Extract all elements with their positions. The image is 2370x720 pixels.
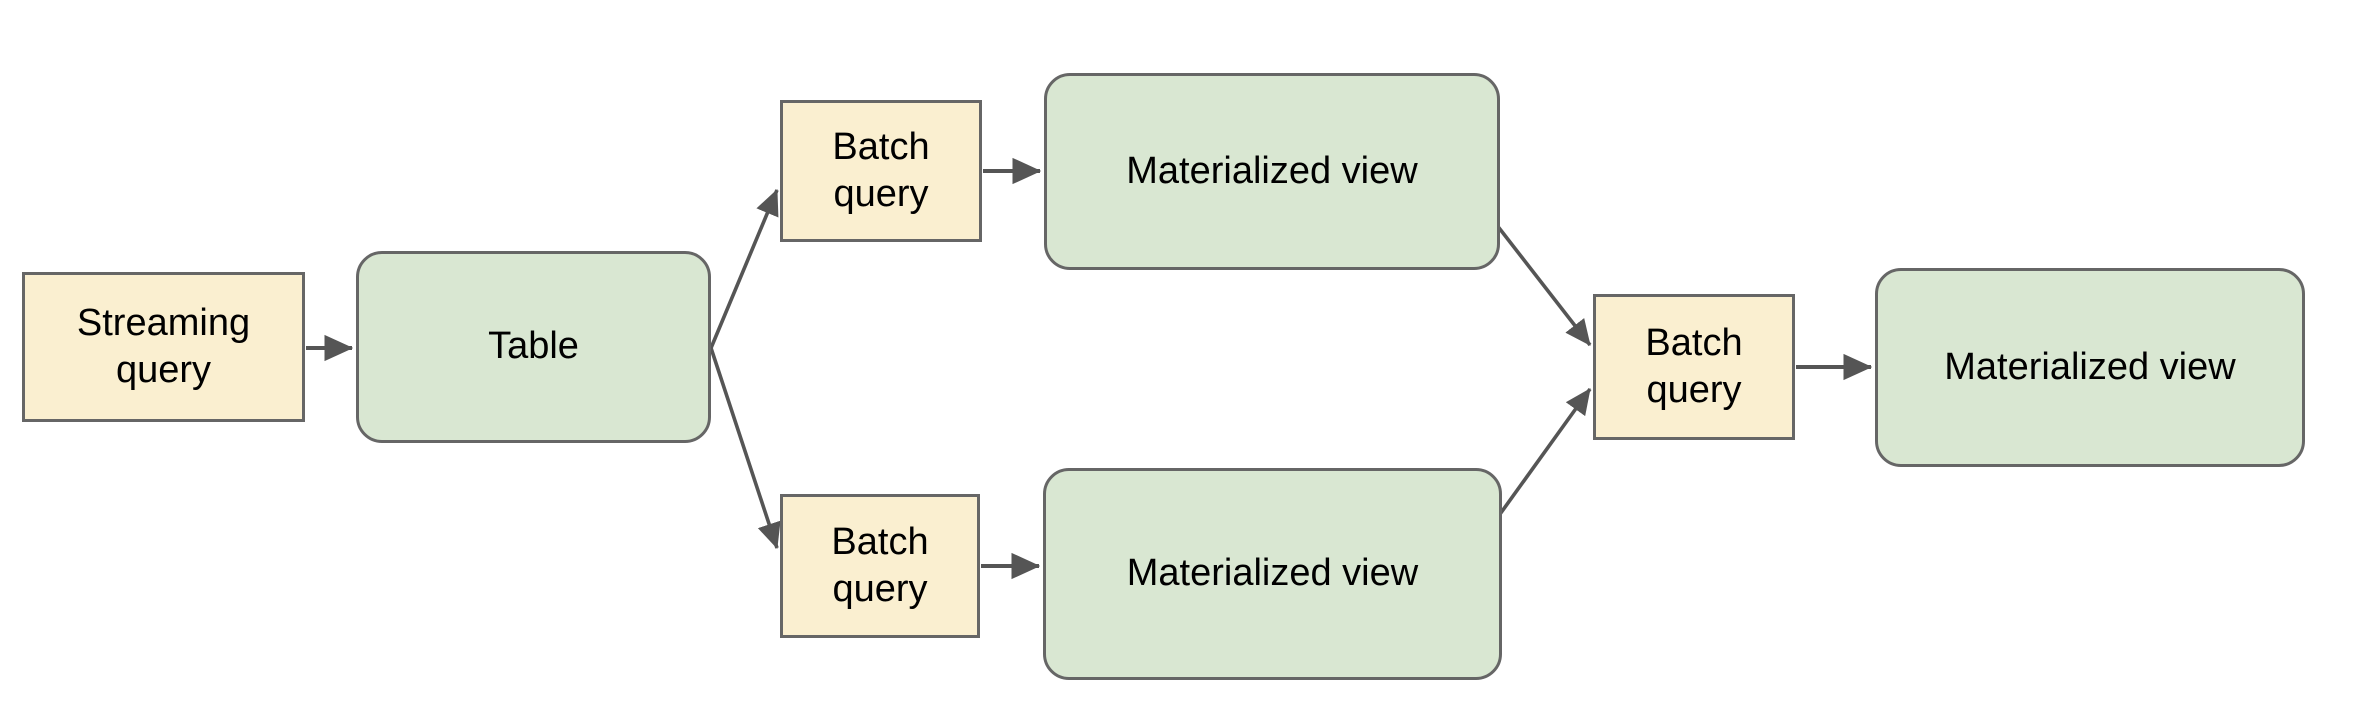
node-table-label: Table [488,325,579,368]
node-materialized-view-top[interactable]: Materialized view [1044,73,1500,270]
node-batch-query-right[interactable]: Batch query [1593,294,1795,440]
node-materialized-view-right[interactable]: Materialized view [1875,268,2305,467]
node-materialized-view-bottom[interactable]: Materialized view [1043,468,1502,680]
node-materialized-view-bottom-label: Materialized view [1126,552,1419,595]
node-batch-query-top-label: Batch query [832,125,930,215]
node-table[interactable]: Table [356,251,711,443]
node-batch-query-bottom[interactable]: Batch query [780,494,980,638]
edge-mv-bottom-to-batch-query-right [1488,387,1592,530]
node-batch-query-bottom-label: Batch query [831,520,929,610]
node-materialized-view-top-label: Materialized view [1126,149,1418,192]
node-batch-query-top[interactable]: Batch query [780,100,982,242]
edge-mv-top-to-batch-query-right [1487,213,1592,347]
node-batch-query-right-label: Batch query [1645,321,1743,411]
node-materialized-view-right-label: Materialized view [1944,345,2236,388]
node-streaming-query[interactable]: Streaming query [22,272,305,422]
edge-table-to-batch-query-top [709,189,779,349]
edge-table-to-batch-query-bottom [709,347,781,549]
node-streaming-query-label: Streaming query [76,301,251,391]
